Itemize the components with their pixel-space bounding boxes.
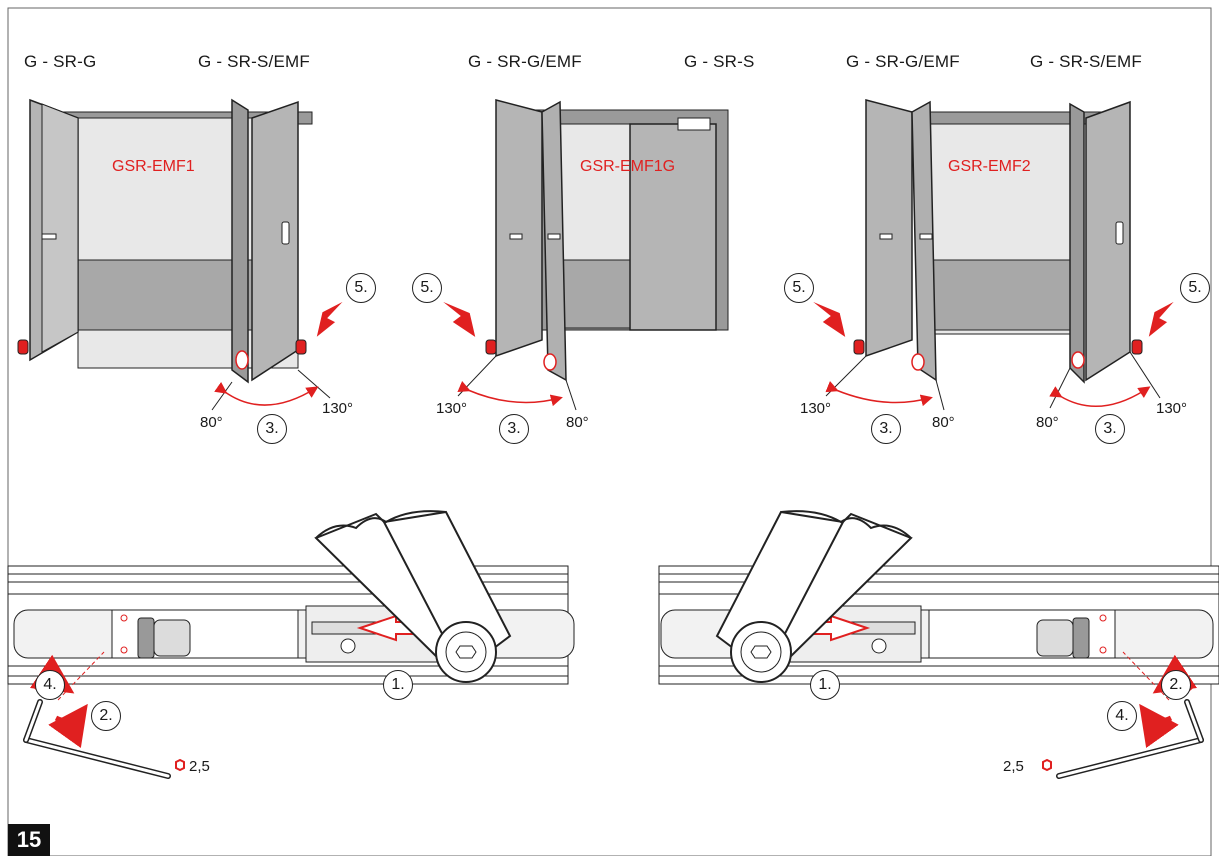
step-2-marker: 2. bbox=[1161, 670, 1191, 700]
model-label: GSR-EMF1G bbox=[580, 158, 676, 175]
header-label: G - SR-S bbox=[684, 52, 755, 71]
angle-label: 130° bbox=[800, 400, 832, 417]
angle-label: 80° bbox=[200, 414, 223, 431]
step-5-marker: 5. bbox=[1180, 273, 1210, 303]
step-1-marker: 1. bbox=[810, 670, 840, 700]
step-3-marker: 3. bbox=[871, 414, 901, 444]
angle-label: 130° bbox=[322, 400, 354, 417]
angle-label: 80° bbox=[566, 414, 589, 431]
step-5-marker: 5. bbox=[346, 273, 376, 303]
figure-frame bbox=[7, 7, 1212, 856]
step-2-marker: 2. bbox=[91, 701, 121, 731]
rail-detail-left bbox=[7, 510, 575, 779]
angle-label: 130° bbox=[1156, 400, 1188, 417]
model-label: GSR-EMF1 bbox=[112, 158, 195, 175]
header-label: G - SR-G/EMF bbox=[468, 52, 582, 71]
door-set-3 bbox=[809, 99, 1177, 411]
step-1-marker: 1. bbox=[383, 670, 413, 700]
step-3-marker: 3. bbox=[499, 414, 529, 444]
step-4-marker: 4. bbox=[35, 670, 65, 700]
header-label: G - SR-S/EMF bbox=[198, 52, 310, 71]
angle-label: 80° bbox=[932, 414, 955, 431]
step-3-marker: 3. bbox=[1095, 414, 1125, 444]
rail-detail-right bbox=[658, 510, 1219, 779]
step-4-marker: 4. bbox=[1107, 701, 1137, 731]
header-label: G - SR-G/EMF bbox=[846, 52, 960, 71]
header-label: G - SR-S/EMF bbox=[1030, 52, 1142, 71]
step-5-marker: 5. bbox=[412, 273, 442, 303]
door-set-2 bbox=[439, 99, 729, 411]
step-5-marker: 5. bbox=[784, 273, 814, 303]
step-3-marker: 3. bbox=[257, 414, 287, 444]
model-label: GSR-EMF2 bbox=[948, 158, 1031, 175]
header-label: G - SR-G bbox=[24, 52, 97, 71]
hex-key-size: 2,5 bbox=[1003, 758, 1024, 775]
door-set-1 bbox=[17, 98, 346, 411]
hex-key-size: 2,5 bbox=[189, 758, 210, 775]
angle-label: 130° bbox=[436, 400, 468, 417]
figure-number: 15 bbox=[8, 824, 50, 856]
angle-label: 80° bbox=[1036, 414, 1059, 431]
